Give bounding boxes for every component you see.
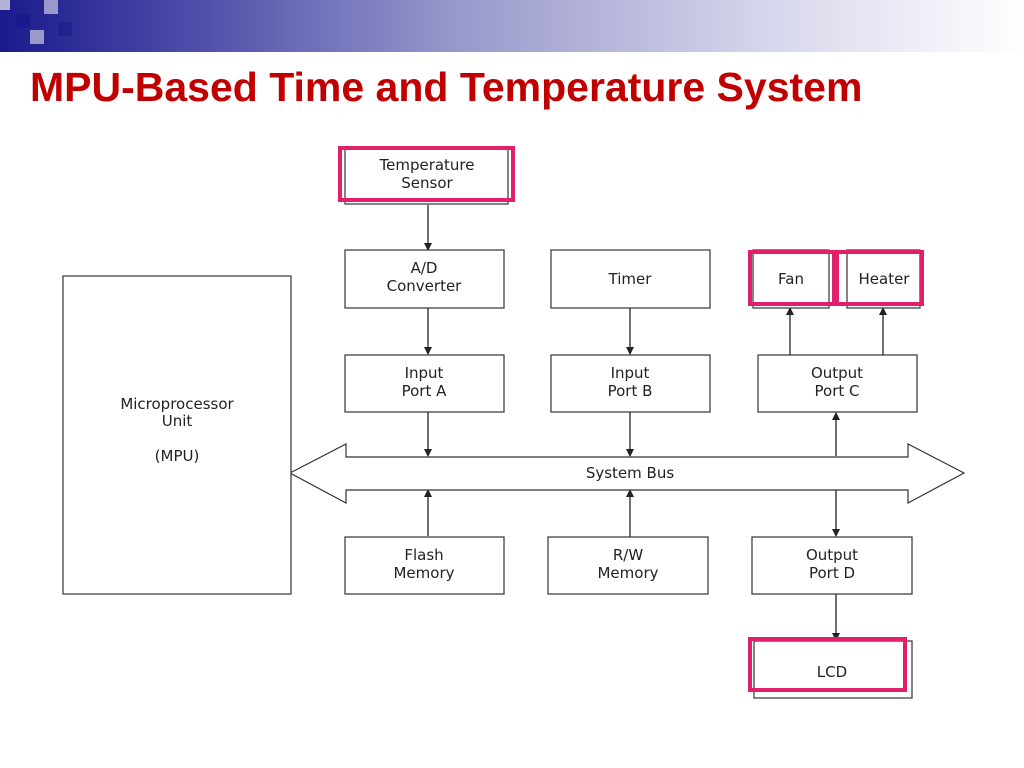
- heater-box: [846, 249, 921, 309]
- output-port-c-box: [757, 354, 918, 413]
- logo-square-4: [0, 0, 10, 10]
- flash-memory-box: [344, 536, 505, 595]
- title-band: [0, 0, 1024, 52]
- input-port-b-line1: Input: [611, 364, 650, 382]
- temperature-sensor-line1: Temperature: [378, 156, 474, 174]
- input-port-b-box: [550, 354, 711, 413]
- input-port-a-line1: Input: [405, 364, 444, 382]
- rw-memory-line1: R/W: [613, 546, 643, 564]
- output-port-d-line2: Port D: [809, 564, 855, 582]
- mpu-label-line1: Microprocessor: [120, 395, 234, 413]
- highlight-heater: [835, 250, 924, 306]
- flash-memory-line1: Flash: [404, 546, 443, 564]
- output-port-c-line2: Port C: [815, 382, 860, 400]
- ad-converter-line1: A/D: [411, 259, 438, 277]
- logo-square-2: [44, 0, 58, 14]
- temperature-sensor-box: [344, 147, 509, 205]
- output-port-c-line1: Output: [811, 364, 863, 382]
- input-port-a-line2: Port A: [402, 382, 448, 400]
- heater-label: Heater: [859, 270, 911, 288]
- input-port-b-line2: Port B: [608, 382, 653, 400]
- rw-memory-line2: Memory: [597, 564, 658, 582]
- system-bus: [288, 443, 966, 505]
- logo-square-3: [30, 30, 44, 44]
- timer-box: [550, 249, 711, 309]
- slide-title: MPU-Based Time and Temperature System: [30, 64, 863, 110]
- output-port-d-line1: Output: [806, 546, 858, 564]
- fan-label: Fan: [778, 270, 804, 288]
- highlight-fan: [748, 250, 836, 306]
- rw-memory-box: [547, 536, 709, 595]
- input-port-a-box: [344, 354, 505, 413]
- temperature-sensor-line2: Sensor: [401, 174, 453, 192]
- highlight-temperature-sensor: [338, 146, 515, 202]
- timer-label: Timer: [608, 270, 653, 288]
- logo-square-1: [16, 14, 30, 28]
- fan-box: [752, 249, 830, 309]
- system-bus-label: System Bus: [586, 464, 675, 482]
- logo-square-5: [58, 22, 72, 36]
- connections: [424, 205, 887, 641]
- ad-converter-box: [344, 249, 505, 309]
- flash-memory-line2: Memory: [393, 564, 454, 582]
- highlight-lcd: [748, 637, 907, 692]
- mpu-box: [62, 275, 292, 595]
- output-port-d-box: [751, 536, 913, 595]
- ad-converter-line2: Converter: [387, 277, 463, 295]
- lcd-label: LCD: [817, 663, 847, 681]
- mpu-label-line3: (MPU): [155, 447, 200, 465]
- mpu-label-line2: Unit: [162, 412, 193, 430]
